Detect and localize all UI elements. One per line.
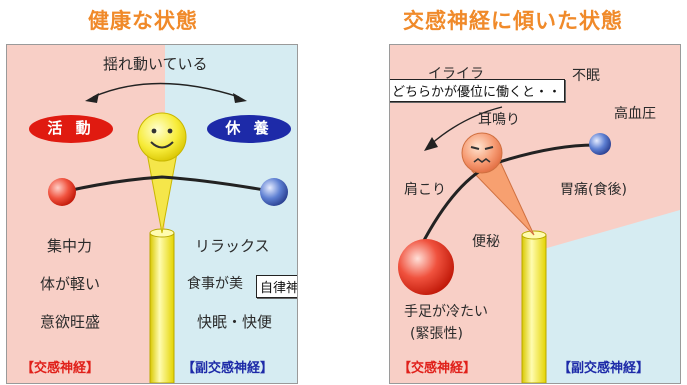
- smiley-face: [137, 112, 187, 162]
- concentration-text: 集中力: [47, 237, 93, 255]
- left-red-ball: [48, 178, 76, 206]
- parasympathetic-label: 【副交感神経】: [182, 361, 274, 376]
- healthy-state-panel: 揺れ動いている 活 動 休 養 集中力 体が軽い 意欲旺盛 リラックス 食事が美…: [6, 44, 298, 384]
- meal-text: 食事が美: [187, 276, 243, 292]
- dominance-tooltip: どちらかが優位に働くと・・: [390, 79, 566, 102]
- healthy-state-title: 健康な状態: [88, 9, 198, 33]
- motivated-text: 意欲旺盛: [40, 313, 101, 331]
- parasympathetic-zone: [165, 45, 297, 383]
- swaying-label: 揺れ動いている: [103, 55, 208, 73]
- strained-face: [461, 132, 503, 174]
- good-sleep-text: 快眠・快便: [197, 313, 273, 331]
- sympathetic-label: 【交感神経】: [21, 361, 100, 376]
- parasympathetic-label-right: 【副交感神経】: [558, 361, 650, 376]
- hypertension-text: 高血圧: [614, 106, 656, 122]
- parasympathetic-zone-right: [540, 210, 680, 383]
- stomach-pain-text: 胃痛(食後): [560, 182, 627, 198]
- irritation-text: イライラ: [428, 66, 484, 82]
- cold-limbs-text: 手足が冷たい: [404, 304, 488, 320]
- active-badge: 活 動: [29, 115, 113, 143]
- right-blue-ball: [260, 178, 288, 206]
- small-blue-ball: [589, 133, 611, 155]
- sympathetic-state-illustration: [398, 106, 680, 383]
- tension-text: (緊張性): [410, 326, 463, 342]
- tinnitus-text: 耳鳴り: [478, 112, 520, 128]
- constipation-text: 便秘: [472, 234, 500, 250]
- insomnia-text: 不眠: [572, 68, 600, 84]
- sympathetic-state-panel: イライラ 不眠 耳鳴り 高血圧 肩こり 胃痛(食後) 便秘 手足が冷たい (緊張…: [389, 44, 681, 384]
- stiff-shoulders-text: 肩こり: [404, 182, 446, 198]
- rest-badge: 休 養: [207, 115, 291, 143]
- light-body-text: 体が軽い: [40, 275, 101, 293]
- relax-text: リラックス: [195, 237, 270, 255]
- sympathetic-label-right: 【交感神経】: [398, 361, 477, 376]
- healthy-state-illustration: [48, 45, 297, 383]
- sympathetic-state-title: 交感神経に傾いた状態: [403, 9, 623, 33]
- autonomic-nerve-tooltip: 自律神経: [256, 275, 297, 298]
- large-red-ball: [398, 239, 454, 295]
